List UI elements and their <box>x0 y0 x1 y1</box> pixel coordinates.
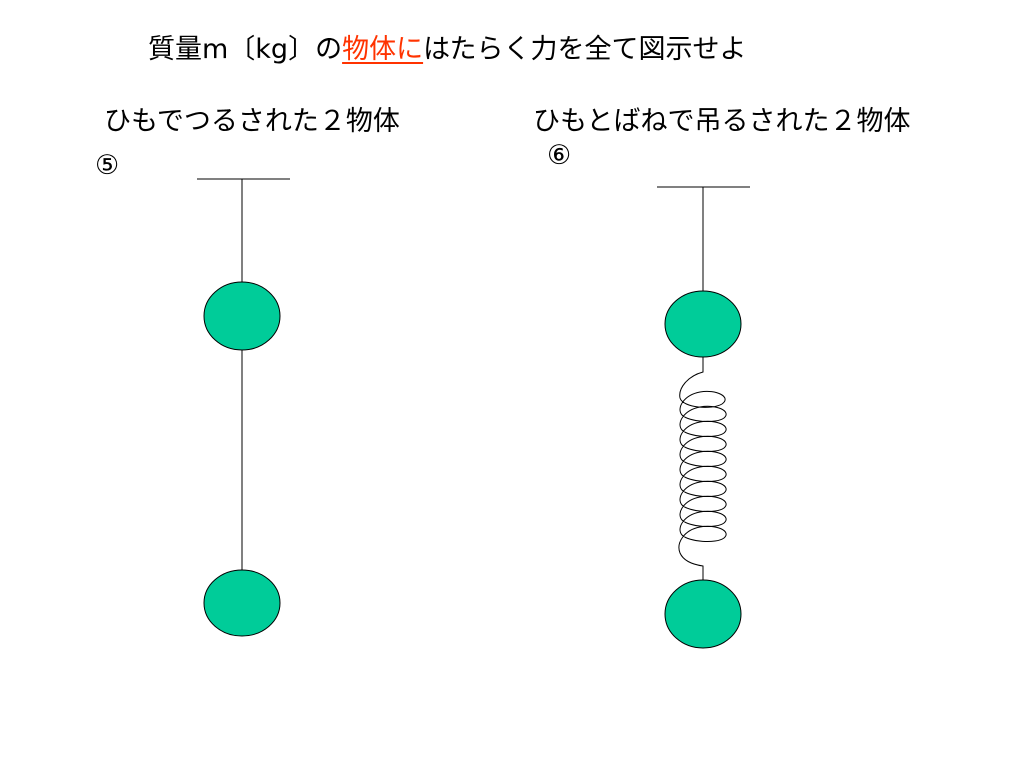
right-diagram-number: ⑥ <box>547 140 572 171</box>
title-suffix: はたらく力を全て図示せよ <box>423 34 747 65</box>
right-lower-ball <box>664 579 742 649</box>
right-upper-ball <box>664 290 742 358</box>
left-diagram-number: ⑤ <box>95 150 120 181</box>
title-prefix: 質量m〔kg〕の <box>148 34 343 65</box>
right-spring <box>678 357 727 580</box>
left-upper-ball <box>203 281 281 351</box>
left-diagram-label: ひもでつるされた２物体 <box>104 106 400 137</box>
left-lower-ball <box>203 569 281 637</box>
right-diagram-label: ひもとばねで吊るされた２物体 <box>533 106 911 137</box>
right-setup <box>657 186 750 649</box>
left-setup <box>197 178 290 637</box>
title-highlight: 物体に <box>342 34 424 65</box>
slide-title: 質量m〔kg〕の物体にはたらく力を全て図示せよ <box>148 30 747 70</box>
